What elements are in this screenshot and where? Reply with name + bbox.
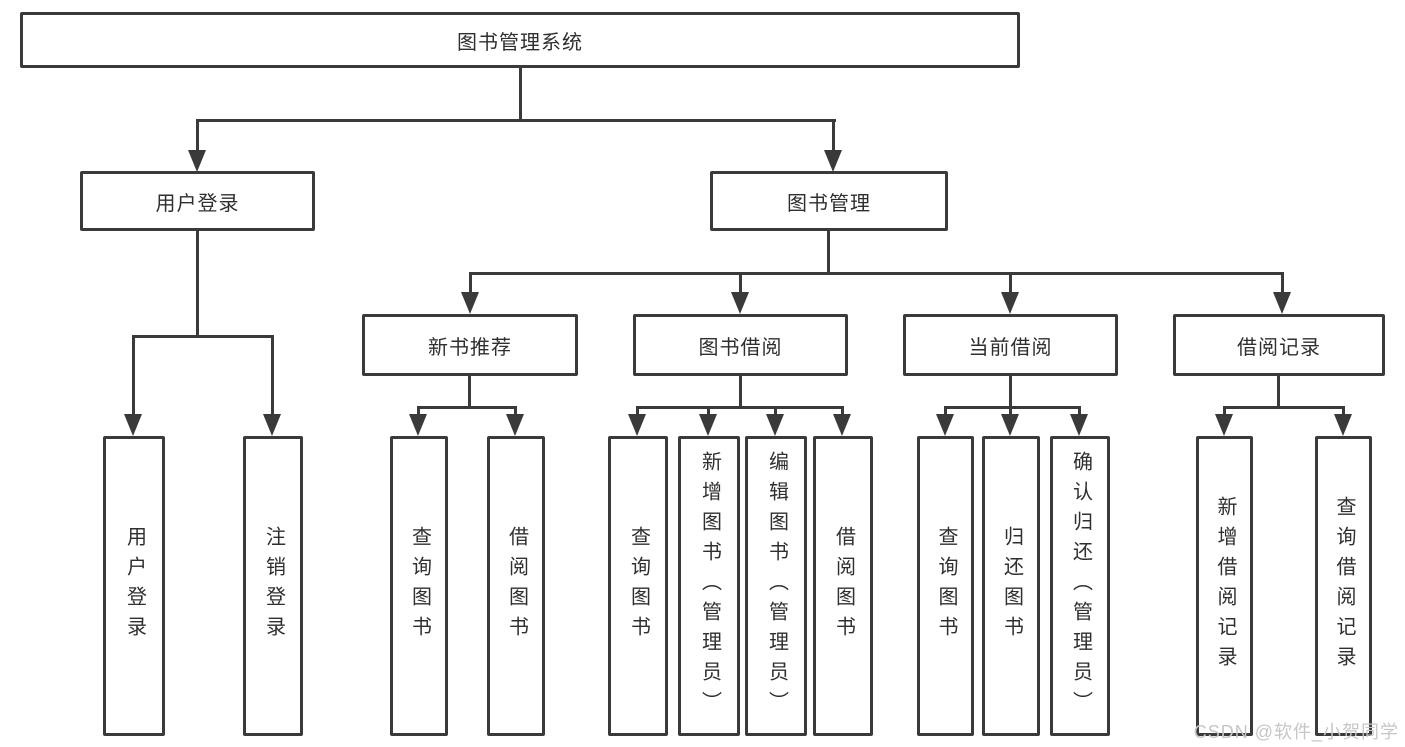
connector-book-mgmt-rail [469,272,1284,275]
leaf-label: 查询图书 [627,526,650,646]
node-current-borrowing: 当前借阅 [903,314,1118,376]
leaf-label: 编辑图书（管理员） [765,451,788,721]
leaf-label: 用户登录 [123,526,146,646]
connector-arrow-stem [841,406,844,414]
leaf-add-borrow-record: 新增借阅记录 [1196,436,1253,736]
arrowhead-down-icon [1001,292,1019,314]
connector-group-rail [636,406,844,409]
connector-arrow-stem [832,119,835,150]
leaf-query-books-borrowing: 查询图书 [608,436,668,736]
connector-arrow-stem [636,406,639,414]
node-borrowing-records: 借阅记录 [1173,314,1385,376]
connector-arrow-stem [271,335,274,414]
node-label: 图书借阅 [698,336,783,359]
arrowhead-down-icon [1334,414,1352,436]
arrowhead-down-icon [263,414,281,436]
arrowhead-down-icon [1070,414,1088,436]
connector-root-stem [519,68,522,119]
connector-group-stem [1277,376,1280,406]
connector-arrow-stem [707,406,710,414]
connector-arrow-stem [739,272,742,292]
node-library-management-system: 图书管理系统 [20,12,1020,68]
leaf-label: 借阅图书 [832,526,855,646]
leaf-edit-books-admin: 编辑图书（管理员） [745,436,807,736]
connector-arrow-stem [1342,406,1345,414]
node-label: 用户登录 [155,192,240,215]
connector-arrow-stem [1281,272,1284,292]
node-label: 新书推荐 [428,336,512,359]
leaf-borrow-books: 借阅图书 [813,436,873,736]
arrowhead-down-icon [936,414,954,436]
node-book-management-branch: 图书管理 [710,171,948,231]
connector-group-rail [1223,406,1344,409]
node-user-login-branch: 用户登录 [80,171,315,231]
leaf-query-books-current: 查询图书 [917,436,974,736]
connector-arrow-stem [1078,406,1081,414]
connector-group-stem [468,376,471,406]
connector-arrow-stem [1009,272,1012,292]
node-label: 当前借阅 [968,336,1053,359]
connector-book-mgmt-stem [827,231,830,272]
arrowhead-down-icon [1273,292,1291,314]
connector-group-stem [1009,376,1012,406]
leaf-label: 新增借阅记录 [1214,496,1236,676]
connector-user-login-rail [132,335,274,338]
watermark: CSDN @软件_小贺同学 [1193,722,1399,742]
connector-group-stem [739,376,742,406]
connector-level1-rail [196,119,836,122]
leaf-label: 归还图书 [1000,526,1023,646]
arrowhead-down-icon [1215,414,1233,436]
connector-arrow-stem [469,272,472,292]
node-label: 借阅记录 [1237,336,1321,359]
arrowhead-down-icon [833,414,851,436]
leaf-label: 查询借阅记录 [1333,496,1355,676]
leaf-label: 借阅图书 [505,526,528,646]
node-new-book-recommendation: 新书推荐 [362,314,578,376]
connector-arrow-stem [196,119,199,150]
leaf-confirm-return-admin: 确认归还（管理员） [1050,436,1110,736]
connector-arrow-stem [1223,406,1226,414]
leaf-label: 注销登录 [262,526,285,646]
connector-arrow-stem [944,406,947,414]
connector-group-rail [417,406,517,409]
leaf-query-borrow-record: 查询借阅记录 [1315,436,1372,736]
leaf-label: 查询图书 [408,526,431,646]
leaf-borrow-books-recommend: 借阅图书 [487,436,545,736]
connector-group-rail [944,406,1080,409]
arrowhead-down-icon [409,414,427,436]
leaf-label: 确认归还（管理员） [1069,451,1092,721]
leaf-label: 新增图书（管理员） [698,451,721,721]
node-label: 图书管理 [787,192,871,215]
arrowhead-down-icon [1001,414,1019,436]
leaf-add-books-admin: 新增图书（管理员） [678,436,740,736]
leaf-query-books-recommend: 查询图书 [390,436,448,736]
connector-arrow-stem [514,406,517,414]
leaf-label: 查询图书 [935,526,957,646]
connector-user-login-stem [196,231,199,335]
arrowhead-down-icon [461,292,479,314]
connector-arrow-stem [132,335,135,414]
connector-arrow-stem [417,406,420,414]
leaf-logout: 注销登录 [243,436,303,736]
arrowhead-down-icon [124,414,142,436]
connector-arrow-stem [774,406,777,414]
leaf-return-books: 归还图书 [982,436,1040,736]
node-book-borrowing: 图书借阅 [633,314,848,376]
arrowhead-down-icon [824,150,842,172]
node-label: 图书管理系统 [457,31,583,54]
leaf-user-login: 用户登录 [103,436,165,736]
arrowhead-down-icon [506,414,524,436]
connector-arrow-stem [1009,406,1012,414]
arrowhead-down-icon [731,292,749,314]
arrowhead-down-icon [699,414,717,436]
arrowhead-down-icon [766,414,784,436]
arrowhead-down-icon [628,414,646,436]
arrowhead-down-icon [188,150,206,172]
